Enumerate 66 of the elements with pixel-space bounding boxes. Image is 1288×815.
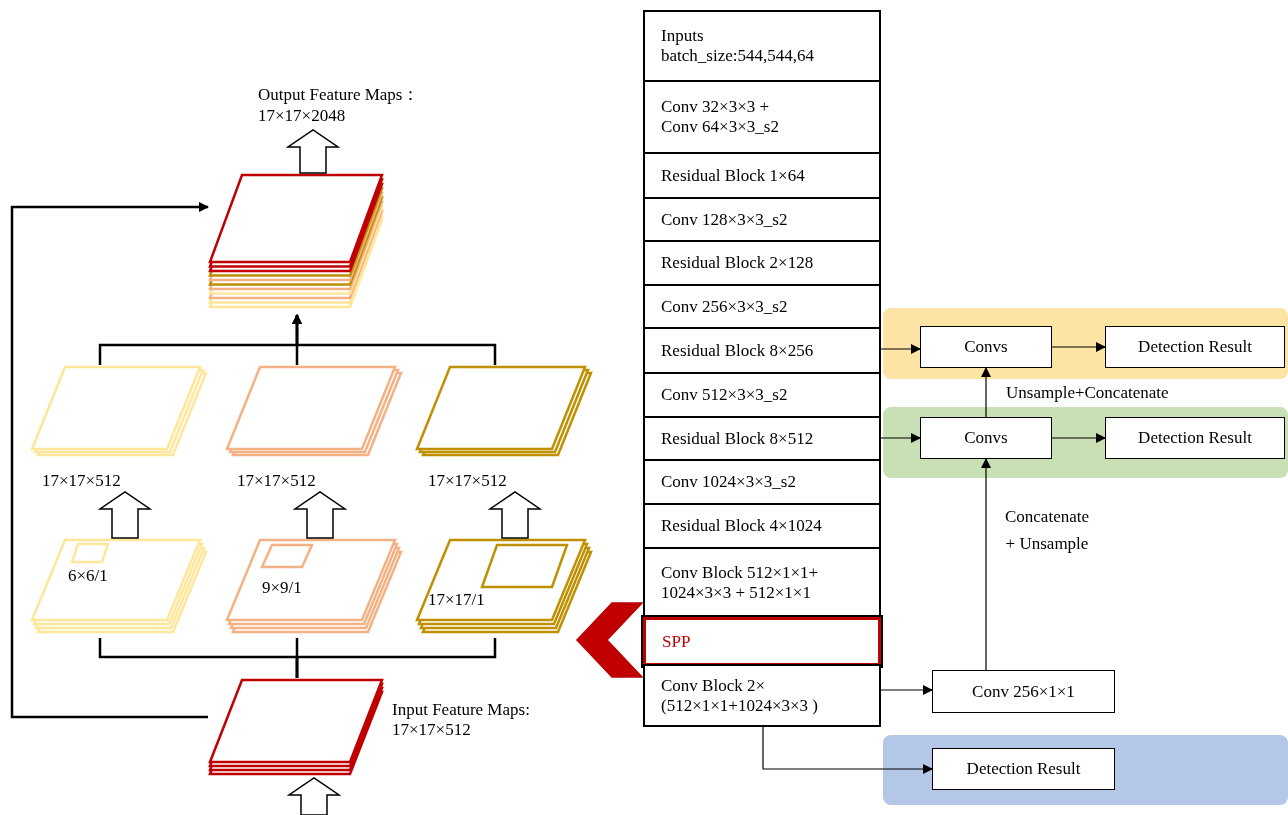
hollow-arrow xyxy=(292,491,348,539)
layer-box xyxy=(643,152,881,199)
process-box xyxy=(1105,326,1285,368)
layer-label: Conv 1024×3×3_s2 xyxy=(661,472,796,492)
layer-box xyxy=(643,327,881,374)
arrow xyxy=(981,458,991,671)
edge-label: Unsample+Concatenate xyxy=(1006,383,1169,403)
arrow xyxy=(880,344,921,354)
layer-box xyxy=(643,664,881,727)
edge-label: Concatenate + Unsample xyxy=(1004,506,1090,555)
layer-label: Residual Block 4×1024 xyxy=(661,516,822,536)
bracket-line xyxy=(295,638,497,678)
process-box xyxy=(920,326,1052,368)
arrow xyxy=(292,314,497,365)
layer-label: Residual Block 1×64 xyxy=(661,165,805,186)
layer-box xyxy=(643,240,881,286)
process-label: Convs xyxy=(964,337,1008,357)
stack-caption: 17×17×512 xyxy=(42,471,121,491)
process-label: Convs xyxy=(964,428,1008,448)
layer-label: Conv Block 2× (512×1×1+1024×3×3 ) xyxy=(661,675,819,716)
process-label: Detection Result xyxy=(1138,337,1252,357)
layer-label: Residual Block 8×256 xyxy=(661,340,814,361)
stack-caption: 17×17×512 xyxy=(237,471,316,491)
layer-label: Conv Block 512×1×1+ 1024×3×3 + 512×1×1 xyxy=(661,563,820,603)
arrow xyxy=(10,202,209,719)
layer-label: SPP xyxy=(662,631,691,652)
layer-label: Conv 32×3×3 + Conv 64×3×3_s2 xyxy=(661,97,780,137)
hollow-arrow xyxy=(97,491,153,539)
layer-box xyxy=(643,10,881,82)
layer-box xyxy=(643,459,881,505)
process-box xyxy=(1105,417,1285,459)
highlighted-layer-box xyxy=(643,617,881,666)
process-box xyxy=(932,670,1115,713)
process-label: Detection Result xyxy=(966,759,1081,779)
layer-label: Conv 256×3×3_s2 xyxy=(661,296,788,317)
layer-box xyxy=(643,416,881,461)
layer-box xyxy=(643,503,881,549)
arrow xyxy=(981,367,991,418)
hollow-arrow xyxy=(286,777,342,815)
arrow xyxy=(880,433,921,443)
region-band xyxy=(883,407,1288,478)
arrow xyxy=(1051,342,1106,352)
layer-label: Conv 512×3×3_s2 xyxy=(661,385,788,405)
stack-caption: Input Feature Maps: 17×17×512 xyxy=(392,700,531,740)
layer-box xyxy=(643,197,881,242)
layer-label: Residual Block 8×512 xyxy=(661,428,814,449)
process-label: Detection Result xyxy=(1138,428,1252,448)
layer-box xyxy=(643,372,881,418)
process-box xyxy=(920,417,1052,459)
stack-caption: 17×17×512 xyxy=(428,471,507,491)
caption-text: Output Feature Maps： 17×17×2048 xyxy=(258,83,421,126)
arrow xyxy=(762,726,933,774)
hollow-arrow xyxy=(285,129,341,174)
layer-label: Conv 128×3×3_s2 xyxy=(661,209,788,230)
hollow-arrow xyxy=(487,491,543,539)
process-label: Conv 256×1×1 xyxy=(972,681,1075,702)
arrow xyxy=(880,685,933,695)
chevron-arrow xyxy=(575,602,644,678)
region-band xyxy=(883,308,1288,379)
layer-box xyxy=(643,284,881,329)
layer-label: Inputs batch_size:544,544,64 xyxy=(661,26,815,66)
layer-box xyxy=(643,80,881,154)
arrow xyxy=(1051,433,1106,443)
region-band xyxy=(883,735,1288,805)
layer-label: Residual Block 2×128 xyxy=(661,253,814,273)
process-box xyxy=(932,748,1115,790)
